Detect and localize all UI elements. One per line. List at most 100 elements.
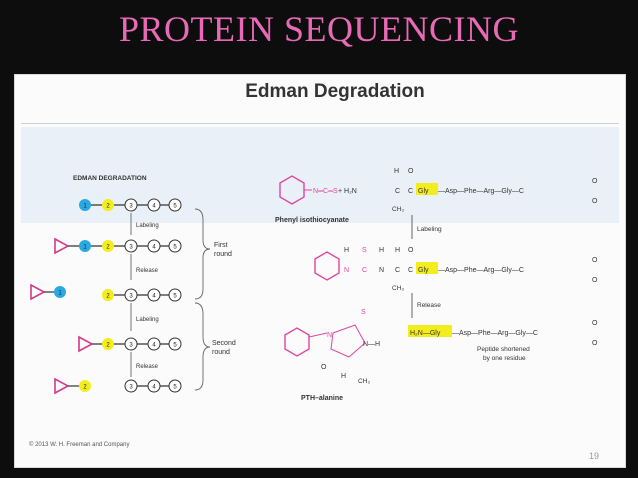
- residue-label: 2: [106, 245, 110, 251]
- carbonyl-o: O: [408, 168, 414, 175]
- residue-3-circle: [124, 288, 138, 302]
- terminal-o: O: [592, 340, 598, 347]
- pth-alanine-label: PTH–alanine: [301, 395, 343, 402]
- residue-label: 2: [106, 204, 110, 210]
- residue-label: 5: [173, 385, 177, 391]
- figure-title: Edman Degradation: [245, 81, 425, 102]
- released-residue-1: [54, 286, 66, 298]
- methyl-group: CH₃: [392, 206, 404, 213]
- residue-4-circle: [147, 198, 161, 212]
- residue-label: 3: [129, 204, 133, 210]
- amide-h: H: [379, 247, 384, 254]
- gly-highlight: [416, 262, 438, 274]
- header-band: [21, 127, 619, 223]
- residue-3-circle: [124, 239, 138, 253]
- peptide-tail: —Asp—Phe—Arg—Gly—C: [452, 330, 538, 337]
- residue-label: 3: [129, 245, 133, 251]
- residue-label: 2: [106, 294, 110, 300]
- thiourea-c: C: [362, 267, 367, 274]
- amino-group: + H₂N: [338, 188, 357, 195]
- reaction-row-3: H₂N—Gly —Asp—Phe—Arg—Gly—C O O Peptide s…: [408, 320, 598, 362]
- terminal-o: O: [592, 257, 598, 264]
- residue-label: 3: [129, 294, 133, 300]
- ring-s: S: [361, 309, 366, 316]
- residue-label: 4: [152, 343, 156, 349]
- new-n-terminus: H₂N—Gly: [410, 330, 441, 337]
- edman-diagram: EDMAN DEGRADATION 1 2 3 4 5 Labeling: [30, 168, 598, 402]
- thiourea-h: H: [344, 247, 349, 254]
- residue-3-circle: [124, 198, 138, 212]
- figure-panel: Edman Degradation EDMAN DEGRADATION 1 2 …: [14, 74, 626, 468]
- first-round-label: round: [214, 251, 232, 258]
- residue-label: 5: [173, 294, 177, 300]
- isothiocyanate-group: N═C═S: [313, 188, 338, 195]
- row-4: 2 3 4 5: [78, 335, 182, 353]
- residue-label: 5: [173, 204, 177, 210]
- residue-5-circle: [168, 337, 182, 351]
- second-round-label: Second: [212, 340, 236, 347]
- residue-label: 2: [83, 385, 87, 391]
- first-round-label: First: [214, 242, 228, 249]
- terminal-o: O: [592, 277, 598, 284]
- release-label: Release: [136, 268, 159, 274]
- released-residue-2: [79, 380, 91, 392]
- residue-label: 4: [152, 204, 156, 210]
- labeling-label: Labeling: [136, 223, 159, 229]
- title-divider: [21, 123, 619, 124]
- gly-residue: Gly: [418, 188, 429, 195]
- reaction-row-2: N H C S N H C H C O CH₃ Gly —Asp—Phe—Arg…: [314, 247, 598, 292]
- residue-4-circle: [147, 337, 161, 351]
- pth-alanine-structure: N S N—H O H CH₃: [284, 309, 380, 385]
- peptide-tail: —Asp—Phe—Arg—Gly—C: [438, 267, 524, 274]
- labeling-label: Labeling: [136, 317, 159, 323]
- residue-3-circle: [124, 337, 138, 351]
- residue-3-circle: [124, 379, 138, 393]
- phenyl-ring: [314, 251, 340, 281]
- residue-label: 2: [106, 343, 110, 349]
- carbonyl-c: C: [408, 267, 413, 274]
- terminal-o: O: [592, 178, 598, 185]
- residue-label: 4: [152, 294, 156, 300]
- alpha-carbon: C: [395, 267, 400, 274]
- residue-label: 1: [58, 291, 62, 297]
- pitc-triangle: [78, 335, 94, 353]
- gly-residue: Gly: [418, 267, 429, 274]
- residue-1-circle: [79, 199, 91, 211]
- residue-2-circle: [102, 289, 114, 301]
- residue-label: 4: [152, 385, 156, 391]
- residue-2-circle: [102, 240, 114, 252]
- residue-4-circle: [147, 288, 161, 302]
- chem-release-label: Release: [417, 302, 441, 309]
- shortened-note: Peptide shortened: [477, 346, 530, 353]
- residue-4-circle: [147, 379, 161, 393]
- slide-title: PROTEIN SEQUENCING: [119, 9, 519, 49]
- page-number: 19: [589, 451, 600, 461]
- terminal-o: O: [592, 320, 598, 327]
- residue-4-circle: [147, 239, 161, 253]
- shortened-note: by one residue: [483, 355, 526, 362]
- peptide-tail: —Asp—Phe—Arg—Gly—C: [438, 188, 524, 195]
- methyl-group: CH₃: [358, 378, 370, 385]
- row-2: 1 2 3 4 5: [54, 237, 182, 255]
- row-5: 2 3 4 5: [54, 377, 182, 395]
- phenyl-ring: [284, 327, 310, 357]
- row-3: 1 2 3 4 5: [30, 283, 182, 302]
- copyright-text: © 2013 W. H. Freeman and Company: [29, 442, 130, 448]
- residue-1-circle: [79, 240, 91, 252]
- residue-label: 3: [129, 343, 133, 349]
- ring-nh: N—H: [363, 341, 380, 348]
- ring-o: O: [321, 364, 327, 371]
- row-1: 1 2 3 4 5: [79, 198, 182, 212]
- residue-5-circle: [168, 379, 182, 393]
- second-round-brace: [194, 302, 211, 391]
- residue-5-circle: [168, 288, 182, 302]
- residue-2-circle: [102, 338, 114, 350]
- phenyl-ring: [279, 175, 305, 205]
- pitc-triangle: [30, 283, 46, 301]
- alpha-carbon: C: [395, 188, 400, 195]
- residue-5-circle: [168, 239, 182, 253]
- ring-h: H: [341, 373, 346, 380]
- schematic-heading: EDMAN DEGRADATION: [73, 175, 147, 182]
- alpha-h: H: [395, 247, 400, 254]
- methyl-group: CH₃: [392, 285, 404, 292]
